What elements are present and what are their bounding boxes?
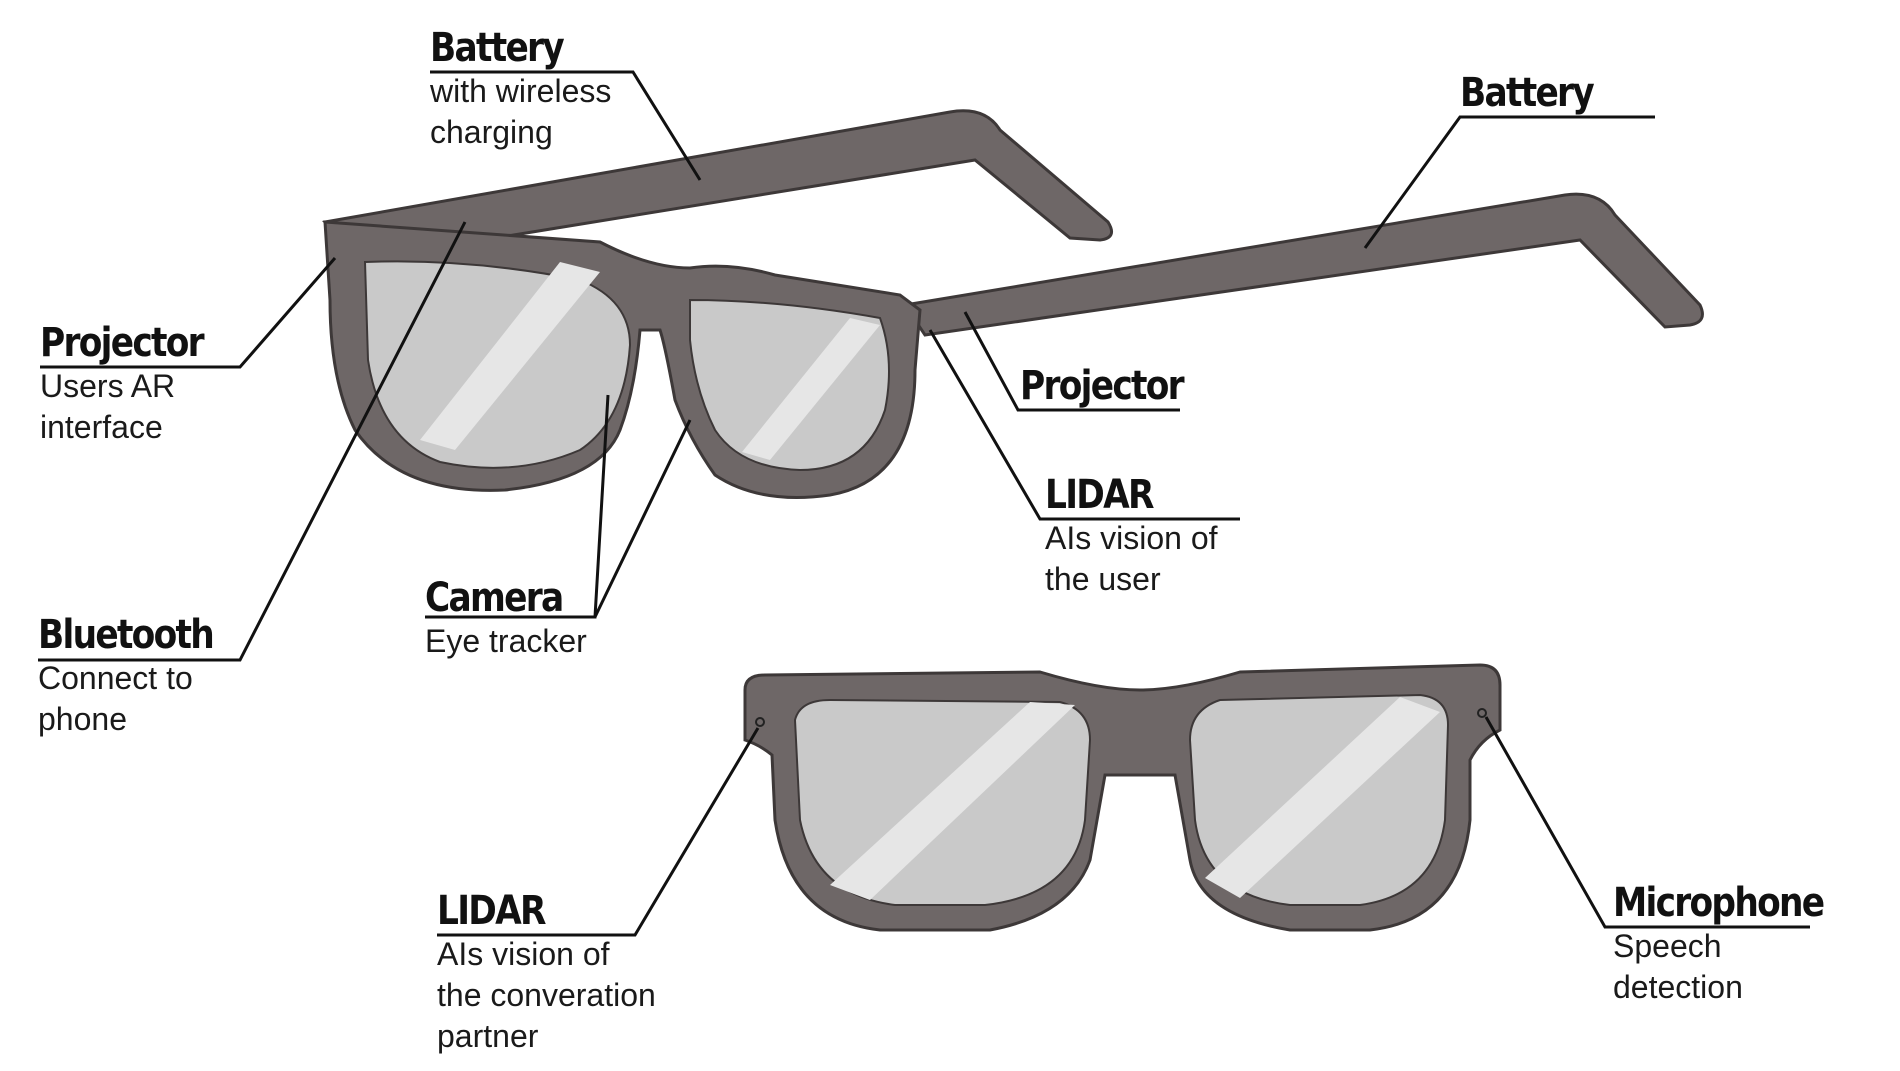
callout-projector-right: Projector	[1020, 363, 1209, 409]
leader-lines	[38, 70, 1810, 937]
front-view-right-highlight	[1205, 697, 1440, 898]
far-temple-arm	[322, 109, 1114, 262]
callout-desc-line: Eye tracker	[425, 623, 587, 659]
callout-title: Microphone	[1613, 880, 1825, 926]
leader-lidar-top	[928, 329, 1240, 521]
callout-microphone: Microphone Speech detection	[1613, 880, 1858, 1008]
glasses-front-view	[743, 663, 1502, 932]
callout-title: LIDAR	[437, 888, 547, 934]
lidar-sensor-dot	[755, 717, 765, 727]
front-view-left-highlight	[830, 702, 1075, 900]
callout-desc-line: with wireless	[430, 73, 612, 109]
leader-bluetooth	[38, 221, 467, 662]
leader-battery-left	[430, 70, 702, 181]
callout-title: Battery	[1460, 70, 1595, 116]
callout-battery-left: Battery with wireless charging	[430, 25, 611, 153]
callout-title: Camera	[425, 575, 564, 621]
callout-desc-line: the converation	[437, 977, 656, 1013]
leader-lidar-bottom	[437, 727, 760, 937]
callout-title: Projector	[40, 320, 205, 366]
leader-projector-right	[963, 311, 1180, 412]
angled-right-lens-highlight	[742, 318, 880, 460]
callout-title: Bluetooth	[38, 612, 215, 658]
callout-lidar-bottom: LIDAR AIs vision of the converation part…	[437, 888, 656, 1057]
callout-title: LIDAR	[1045, 472, 1155, 518]
callout-desc-line: phone	[38, 701, 127, 737]
callout-title: Battery	[430, 25, 565, 71]
leader-battery-right	[1363, 115, 1655, 249]
callout-title: Projector	[1020, 363, 1185, 409]
near-temple-arm	[902, 192, 1704, 337]
glasses-angled-view	[322, 109, 1704, 499]
callout-desc-line: partner	[437, 1018, 539, 1054]
callout-desc-line: Connect to	[38, 660, 193, 696]
leader-projector-left	[40, 257, 337, 369]
callout-desc-line: the user	[1045, 561, 1161, 597]
leader-camera-b	[593, 419, 692, 618]
callout-desc-line: Users AR	[40, 368, 176, 404]
callout-desc-line: detection	[1613, 969, 1743, 1005]
callout-desc-line: interface	[40, 409, 163, 445]
callout-camera: Camera Eye tracker	[425, 575, 587, 662]
callout-battery-right: Battery	[1460, 70, 1615, 116]
leader-microphone	[1484, 716, 1810, 929]
callout-desc-line: AIs vision of	[437, 936, 610, 972]
angled-left-lens-highlight	[420, 262, 600, 450]
microphone-sensor-dot	[1477, 708, 1487, 718]
callout-bluetooth: Bluetooth Connect to phone	[38, 612, 241, 740]
callout-desc-line: Speech	[1613, 928, 1722, 964]
callout-desc-line: AIs vision of	[1045, 520, 1218, 556]
callout-lidar-top: LIDAR AIs vision of the user	[1045, 472, 1218, 600]
callout-projector-left: Projector Users AR interface	[40, 320, 229, 448]
callout-desc-line: charging	[430, 114, 553, 150]
